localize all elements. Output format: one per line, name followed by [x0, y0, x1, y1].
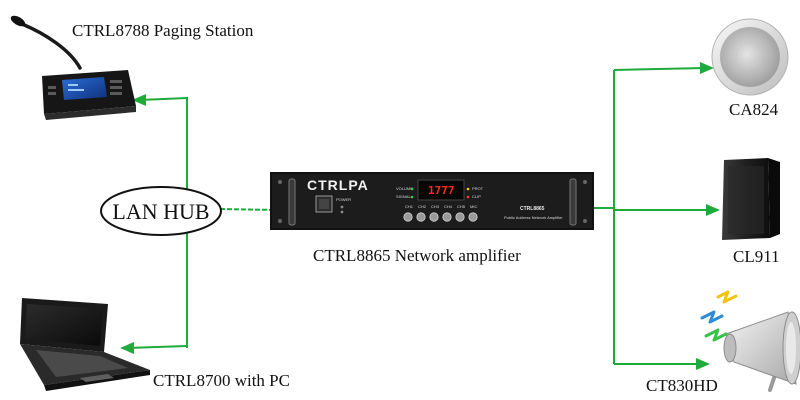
amp-display-digits: 1777 [428, 184, 455, 197]
amp-label-clip: CLIP [472, 194, 481, 199]
arrow-pc [120, 342, 134, 354]
amp-knob [455, 212, 465, 222]
paging-station-icon [10, 15, 136, 120]
amp-knob [416, 212, 426, 222]
amp-knob-label-2: CH2 [418, 204, 427, 209]
lan-hub-ellipse [100, 186, 222, 236]
amp-knob-label-4: CH4 [444, 204, 453, 209]
amplifier-unit: CTRLPA POWER VOLUME SIGNAL 1777 PROT CLI… [270, 172, 594, 230]
amp-knob-label-6: MIC [470, 204, 477, 209]
amp-knobs [403, 212, 478, 222]
amp-right-handle [569, 178, 577, 226]
amp-display [417, 179, 465, 201]
amp-knob [442, 212, 452, 222]
amp-knob-label-5: CH5 [457, 204, 466, 209]
label-ceiling-speaker: CA824 [729, 100, 779, 119]
label-wall-speaker: CL911 [733, 247, 780, 266]
wireless-signal-icon [700, 290, 738, 342]
horn-speaker-icon [723, 311, 800, 392]
amp-knob-label-3: CH3 [431, 204, 440, 209]
amp-knob [429, 212, 439, 222]
amp-left-handle [288, 178, 296, 226]
amp-knob-label-1: CH1 [405, 204, 414, 209]
link-ceiling-speaker [613, 67, 706, 71]
amp-power-label: POWER [336, 197, 351, 202]
link-amplifier [219, 208, 279, 211]
amp-knob [468, 212, 478, 222]
ceiling-speaker-icon [711, 18, 789, 96]
lan-hub: LAN HUB [100, 186, 222, 236]
arrow-ceiling-speaker [700, 62, 714, 74]
amp-label-prot: PROT [472, 186, 484, 191]
amp-model: CTRL8865 [520, 206, 545, 212]
laptop-icon [20, 298, 150, 391]
label-pc: CTRL8700 with PC [153, 371, 290, 390]
link-paging-station [139, 97, 188, 101]
amp-brand: CTRLPA [307, 177, 369, 193]
label-paging-station: CTRL8788 Paging Station [72, 21, 254, 40]
label-lan-hub: LAN HUB [112, 199, 209, 224]
link-pc [126, 345, 188, 349]
amp-subtitle: Public Address Network Amplifier [504, 215, 563, 220]
arrow-horn-speaker [696, 358, 710, 370]
label-horn-speaker: CT830HD [646, 376, 718, 395]
label-amplifier: CTRL8865 Network amplifier [313, 246, 521, 265]
amp-knob [403, 212, 413, 222]
arrow-wall-speaker [706, 204, 720, 216]
amp-label-volume: VOLUME [396, 186, 413, 191]
amp-label-signal: SIGNAL [396, 194, 411, 199]
arrow-paging-station [132, 94, 146, 106]
wall-speaker-icon [722, 158, 780, 240]
